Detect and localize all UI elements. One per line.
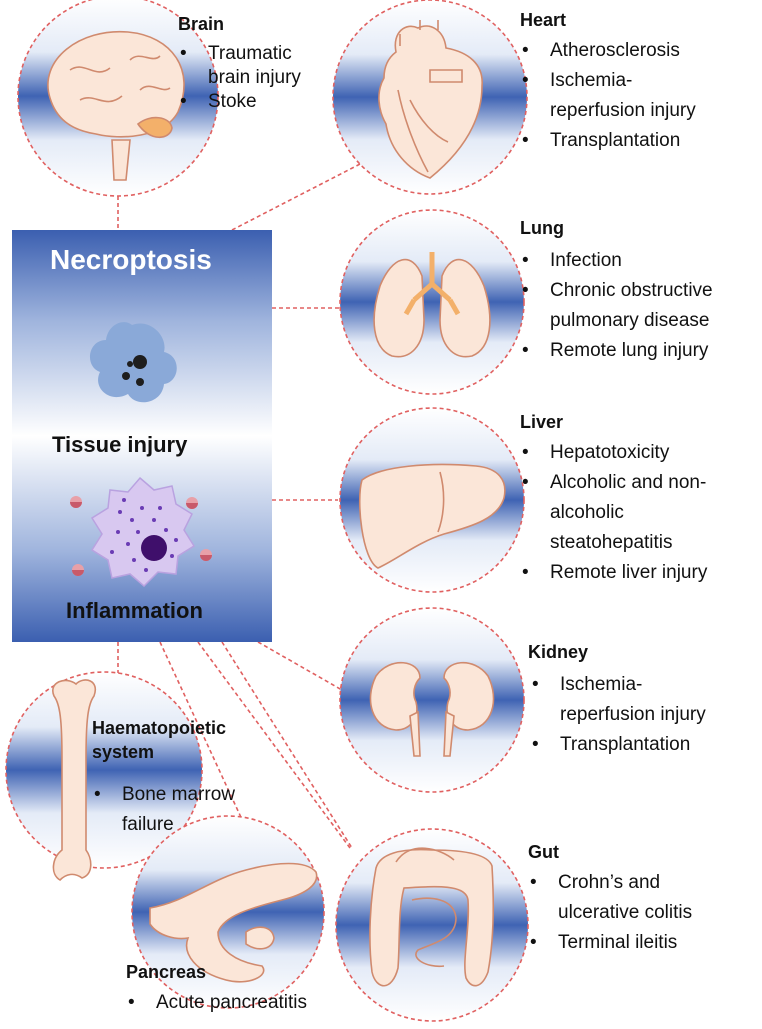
liver-name: Liver xyxy=(520,412,564,432)
list-item: Bone marrow xyxy=(92,780,235,810)
intestine-icon xyxy=(369,847,494,987)
lung-name: Lung xyxy=(520,218,564,238)
list-item: Remote liver injury xyxy=(520,558,707,588)
lung-conditions: Infection Chronic obstructive pulmonary … xyxy=(520,246,713,366)
brain-conditions: Traumatic brain injury Stoke xyxy=(178,42,301,114)
pancreas-icon xyxy=(149,862,318,983)
list-item: steatohepatitis xyxy=(550,532,673,553)
list-item: Ischemia- xyxy=(520,66,696,96)
list-item: Chronic obstructive xyxy=(520,276,713,306)
heart-name: Heart xyxy=(520,10,567,30)
gut-conditions: Crohn’s and ulcerative colitis Terminal … xyxy=(528,868,692,958)
list-item: Stoke xyxy=(178,90,301,114)
liver-conditions: Hepatotoxicity Alcoholic and non- alcoho… xyxy=(520,438,707,588)
lung-icon xyxy=(373,252,491,358)
list-item: ulcerative colitis xyxy=(558,902,693,923)
inflammatory-cell-icon xyxy=(90,476,196,588)
brain-name: Brain xyxy=(178,14,225,34)
haematopoietic-conditions: Bone marrow failure xyxy=(92,780,235,840)
lung-disc xyxy=(339,209,525,395)
pancreas-name: Pancreas xyxy=(126,962,207,982)
list-item: Ischemia- xyxy=(530,670,706,700)
list-item: Alcoholic and non- xyxy=(520,468,707,498)
damaged-cell-icon xyxy=(89,322,177,403)
list-item: Atherosclerosis xyxy=(520,36,696,66)
list-item: Remote lung injury xyxy=(520,336,713,366)
kidney-disc xyxy=(339,607,525,793)
list-item: Acute pancreatitis xyxy=(126,988,307,1018)
list-item: reperfusion injury xyxy=(560,704,706,725)
liver-icon xyxy=(358,463,506,569)
connector-gut-b xyxy=(221,641,353,849)
haematopoietic-disc xyxy=(5,671,203,869)
list-item: Hepatotoxicity xyxy=(520,438,707,468)
pancreas-conditions: Acute pancreatitis xyxy=(126,988,307,1018)
list-item: reperfusion injury xyxy=(550,100,696,121)
list-item: Transplantation xyxy=(530,730,706,760)
tissue-injury-label: Tissue injury xyxy=(52,432,188,457)
list-item: Infection xyxy=(520,246,713,276)
list-item: pulmonary disease xyxy=(550,310,710,331)
heart-icon xyxy=(378,20,483,179)
list-item: alcoholic xyxy=(550,502,624,523)
heart-conditions: Atherosclerosis Ischemia- reperfusion in… xyxy=(520,36,696,156)
brain-icon xyxy=(47,30,185,181)
haematopoietic-name: Haematopoietic system xyxy=(92,718,227,762)
inflammation-label: Inflammation xyxy=(66,598,203,623)
list-item: Terminal ileitis xyxy=(528,928,692,958)
connector-gut-a xyxy=(197,641,351,849)
gut-name: Gut xyxy=(528,842,559,862)
kidney-icon xyxy=(369,661,495,757)
cytokine-dots xyxy=(70,496,212,576)
necroptosis-title: Necroptosis xyxy=(50,244,212,275)
connector-kidney xyxy=(257,641,343,691)
kidney-conditions: Ischemia- reperfusion injury Transplanta… xyxy=(530,670,706,760)
list-item: Transplantation xyxy=(520,126,696,156)
bone-icon xyxy=(52,679,97,882)
list-item: failure xyxy=(122,814,174,835)
connector-heart xyxy=(231,162,363,231)
kidney-name: Kidney xyxy=(528,642,589,662)
list-item: brain injury xyxy=(208,67,301,88)
list-item: Traumatic xyxy=(178,42,301,66)
list-item: Crohn’s and xyxy=(528,868,692,898)
